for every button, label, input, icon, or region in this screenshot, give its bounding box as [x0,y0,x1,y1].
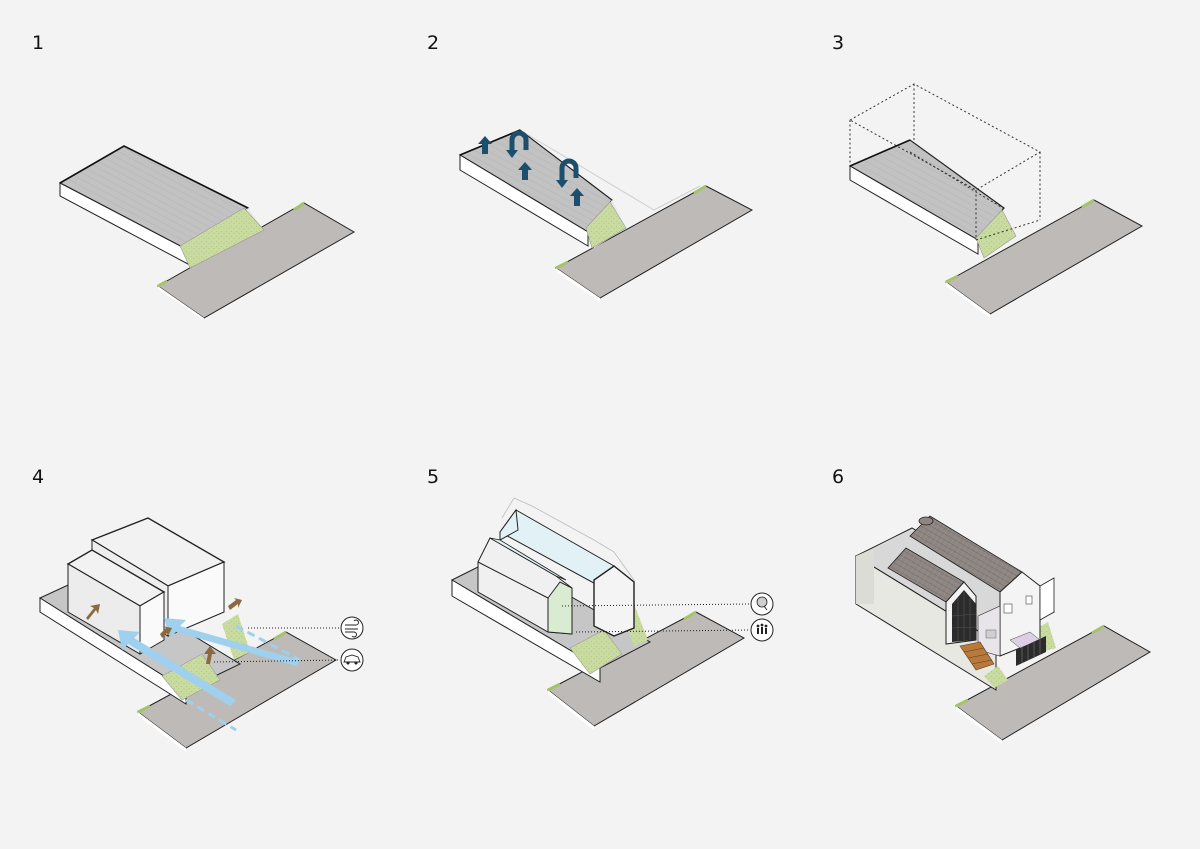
u-turn-arrows [509,130,579,182]
panel-4-climate [38,517,364,752]
car-icon [340,648,364,672]
panel-1-site [58,145,356,320]
step-4-label: 4 [32,466,45,488]
wind-icon [340,616,364,640]
tree-icon [750,592,774,616]
step-2-label: 2 [427,32,440,54]
volume-envelope [848,83,1042,241]
panel-6-house [854,515,1151,744]
grass-slope [179,207,265,269]
grass-slope [569,629,623,675]
step-6-label: 6 [832,466,845,488]
blue-arrows [478,136,584,206]
panel-3-volume [848,83,1144,318]
gate-fence [1016,636,1046,666]
wind-arrows [118,618,300,706]
panel-5-form [450,497,774,730]
step-3-label: 3 [832,32,845,54]
grass-slope [975,209,1017,259]
sun-arrows [86,598,242,664]
step-5-label: 5 [427,466,440,488]
panel-2-circulation [458,129,754,302]
people-icon [750,618,774,642]
grass-slope [984,666,1008,688]
step-1-label: 1 [32,32,45,54]
grass-slope [585,201,627,249]
